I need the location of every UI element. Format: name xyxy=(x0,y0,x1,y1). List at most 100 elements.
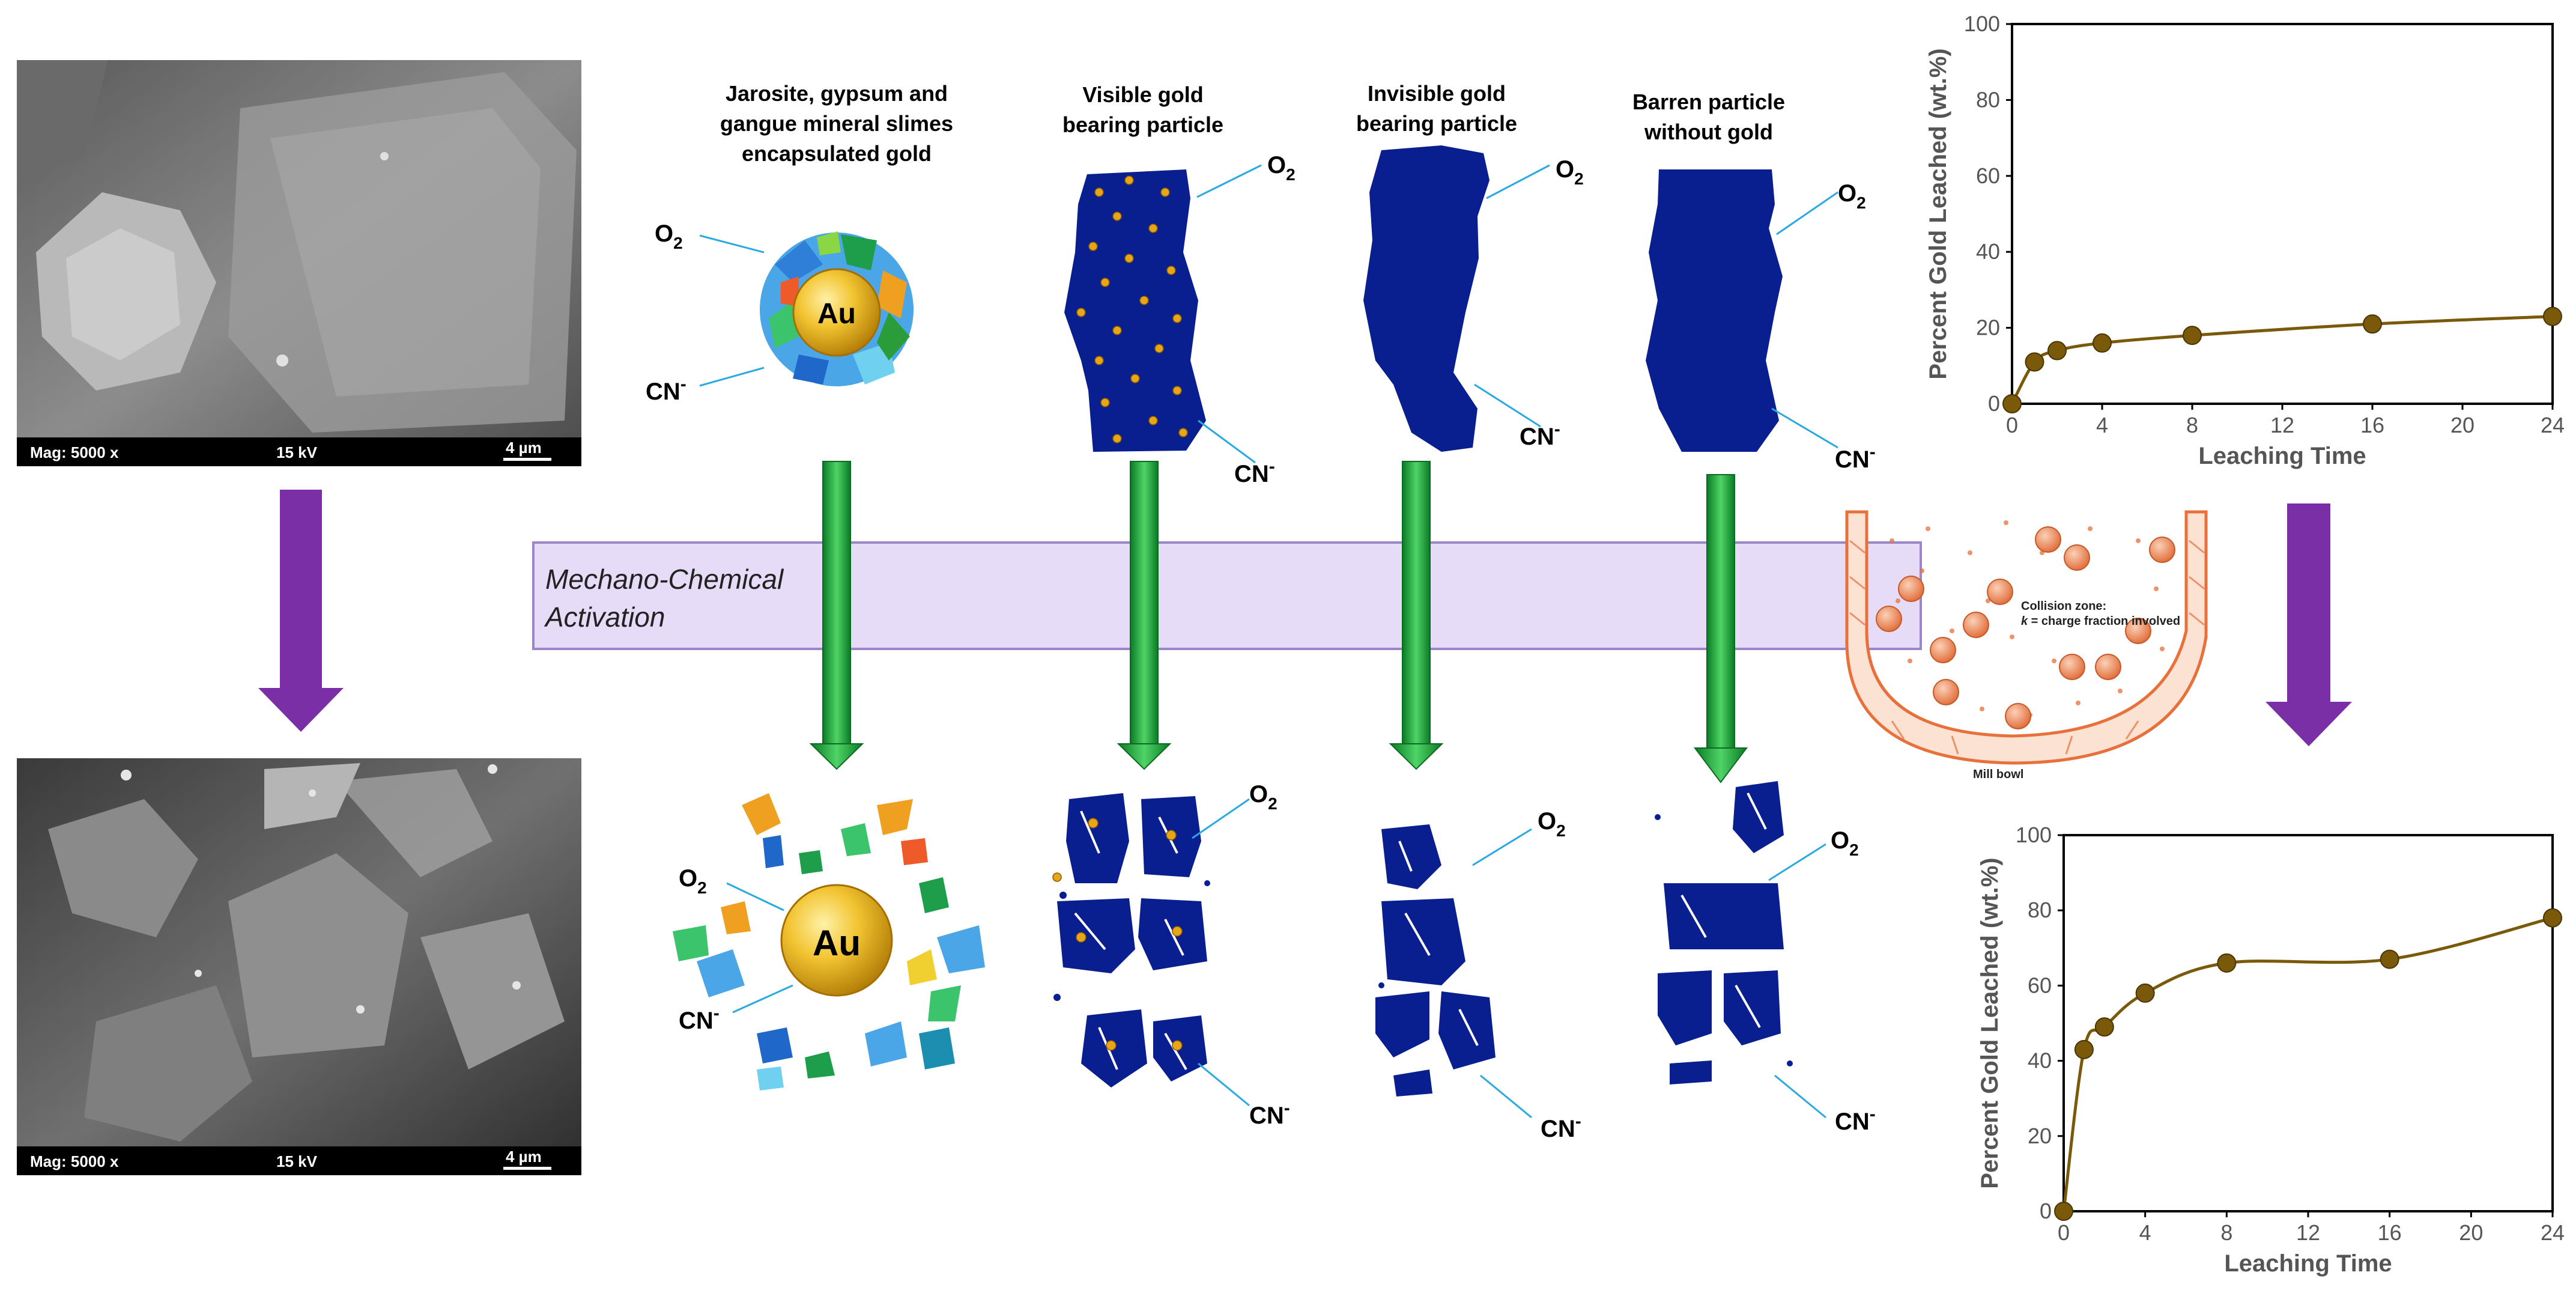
barren-particle xyxy=(1646,169,1783,452)
mill-zone-line1: Collision zone: xyxy=(2021,600,2106,613)
x-tick-label: 12 xyxy=(2270,413,2294,437)
label-cn-top-2: CN- xyxy=(1234,457,1275,487)
cn-text: CN xyxy=(646,379,680,405)
y-tick-label: 0 xyxy=(1988,391,2000,416)
activation-label-line2: Activation xyxy=(544,601,665,633)
svg-text:O2: O2 xyxy=(1556,156,1584,188)
liberated-gold-fragments: Au xyxy=(673,793,985,1091)
cn-superscript: - xyxy=(680,374,686,394)
svg-text:CN-: CN- xyxy=(1835,442,1876,473)
cn-text: CN xyxy=(1234,461,1269,487)
label-cn-bottom-1: CN- xyxy=(679,1003,720,1034)
o2-subscript: 2 xyxy=(1286,165,1296,184)
label-o2-top-2: O2 xyxy=(1267,152,1296,184)
x-tick-label: 4 xyxy=(2139,1220,2151,1245)
svg-text:CN-: CN- xyxy=(1541,1112,1581,1142)
sem-image-before: Mag: 5000 x 15 kV 4 µm xyxy=(17,60,581,466)
mill-zone-line2: k = charge fraction involved xyxy=(2021,615,2180,628)
y-tick-label: 80 xyxy=(1976,87,2000,112)
x-tick-label: 16 xyxy=(2378,1220,2402,1245)
y-tick-label: 60 xyxy=(1976,163,2000,188)
x-tick-label: 0 xyxy=(2058,1220,2070,1245)
x-tick-label: 8 xyxy=(2220,1220,2232,1245)
y-tick-label: 80 xyxy=(2028,898,2052,922)
purple-arrow-left xyxy=(258,490,344,732)
svg-text:O2: O2 xyxy=(1538,808,1566,840)
green-arrow-1 xyxy=(809,461,864,770)
y-tick-label: 100 xyxy=(2016,823,2052,847)
y-tick-label: 40 xyxy=(2028,1048,2052,1073)
column-title-1: Jarosite, gypsum and gangue mineral slim… xyxy=(720,81,953,166)
x-tick-label: 16 xyxy=(2360,413,2384,437)
green-arrow-3 xyxy=(1389,461,1444,770)
x-tick-label: 0 xyxy=(2006,413,2018,437)
x-axis-label: Leaching Time xyxy=(2198,443,2366,469)
o2-text: O xyxy=(679,865,697,892)
label-cn-top-1: CN- xyxy=(646,374,686,405)
data-point xyxy=(2047,341,2067,360)
y-tick-label: 20 xyxy=(1976,315,2000,340)
column-title-3-line1: Invisible gold xyxy=(1368,81,1506,106)
gold-core-top xyxy=(792,268,881,357)
cn-text: CN xyxy=(1835,1109,1870,1135)
fractured-barren xyxy=(1655,781,1793,1084)
data-point xyxy=(2363,314,2382,334)
data-point xyxy=(2543,908,2562,928)
y-tick-label: 60 xyxy=(2028,973,2052,997)
y-tick-label: 0 xyxy=(2040,1199,2052,1223)
svg-text:O2: O2 xyxy=(1249,781,1277,813)
cn-superscript: - xyxy=(1284,1098,1290,1118)
green-arrow-2 xyxy=(1117,461,1172,770)
sem-before-kv: 15 kV xyxy=(276,443,318,461)
x-tick-label: 8 xyxy=(2186,413,2198,437)
y-tick-label: 100 xyxy=(1964,11,2000,36)
x-tick-label: 24 xyxy=(2541,413,2565,437)
plot-frame xyxy=(2062,834,2554,1212)
o2-text: O xyxy=(1831,827,1849,854)
o2-subscript: 2 xyxy=(673,234,683,252)
cn-superscript: - xyxy=(1269,457,1275,476)
cn-superscript: - xyxy=(714,1003,720,1023)
sem-after-kv: 15 kV xyxy=(276,1152,318,1170)
svg-text:CN-: CN- xyxy=(1520,419,1560,450)
data-point xyxy=(2380,949,2399,969)
cn-text: CN xyxy=(1249,1103,1284,1129)
svg-text:O2: O2 xyxy=(1267,152,1296,184)
purple-arrow-right xyxy=(2265,503,2352,746)
data-point xyxy=(2074,1039,2094,1059)
o2-subscript: 2 xyxy=(1849,841,1859,859)
cn-text: CN xyxy=(1835,446,1870,473)
svg-text:O2: O2 xyxy=(679,865,707,897)
column-title-3-line2: bearing particle xyxy=(1356,111,1517,136)
mill-bowl-label: Mill bowl xyxy=(1973,768,2023,781)
data-point xyxy=(2093,333,2112,353)
mill-zone-desc: = charge fraction involved xyxy=(2028,615,2180,628)
y-tick-label: 20 xyxy=(2028,1124,2052,1148)
svg-text:CN-: CN- xyxy=(1835,1104,1876,1135)
column-title-4: Barren particle without gold xyxy=(1632,90,1785,144)
label-cn-bottom-3: CN- xyxy=(1541,1112,1581,1142)
label-cn-bottom-4: CN- xyxy=(1835,1104,1876,1135)
data-point xyxy=(2054,1202,2073,1221)
au-label-bottom: Au xyxy=(813,923,861,963)
data-point xyxy=(2543,306,2562,326)
sem-after-scale: 4 µm xyxy=(506,1148,542,1166)
o2-subscript: 2 xyxy=(1574,169,1584,188)
label-o2-bottom-3: O2 xyxy=(1538,808,1566,840)
data-point xyxy=(2183,326,2202,345)
y-axis-label: Percent Gold Leached (wt.%) xyxy=(1977,857,2003,1188)
cn-text: CN xyxy=(679,1008,714,1034)
cn-text: CN xyxy=(1541,1116,1575,1142)
y-axis-label: Percent Gold Leached (wt.%) xyxy=(1925,48,1951,379)
data-point xyxy=(2002,394,2022,413)
x-tick-label: 24 xyxy=(2541,1220,2565,1245)
column-title-4-line2: without gold xyxy=(1644,120,1773,144)
visible-gold-particle xyxy=(1064,169,1206,452)
cn-superscript: - xyxy=(1870,1104,1876,1124)
svg-text:O2: O2 xyxy=(1831,827,1859,859)
o2-subscript: 2 xyxy=(697,878,707,897)
invisible-gold-particle xyxy=(1363,145,1490,452)
cn-superscript: - xyxy=(1575,1112,1581,1131)
